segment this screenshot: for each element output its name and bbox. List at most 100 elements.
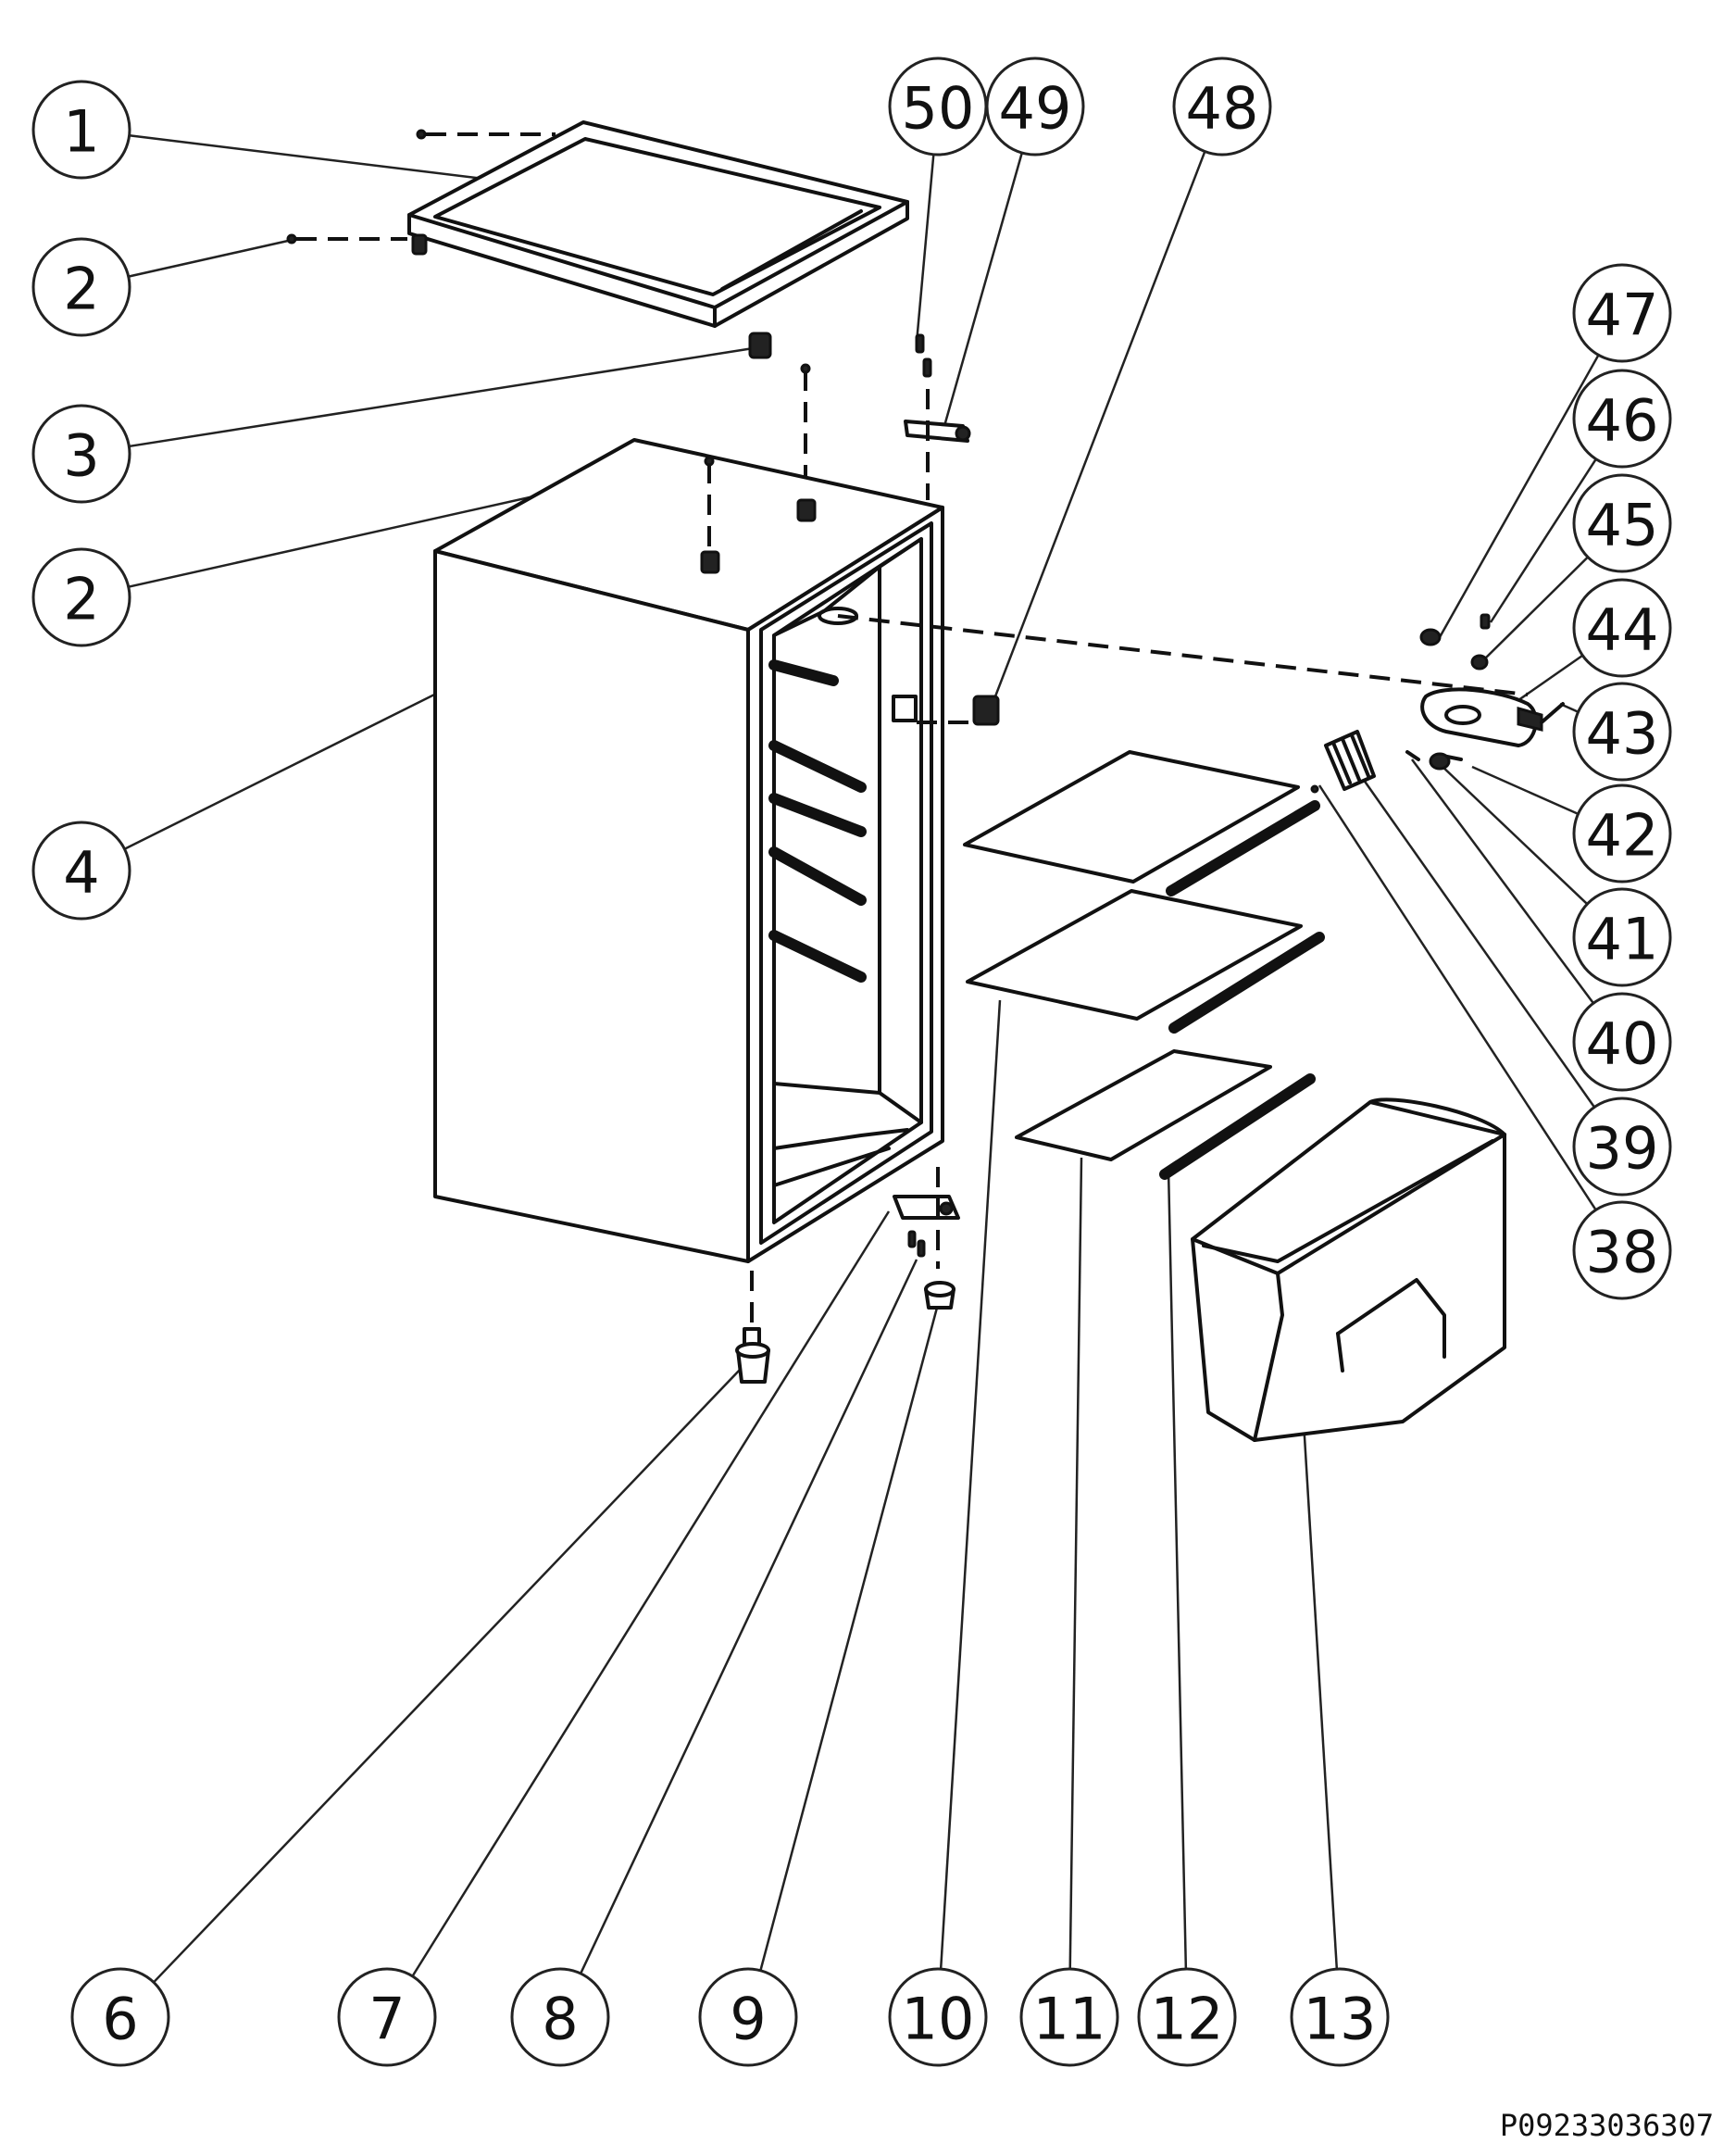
callout-number: 10 bbox=[902, 1986, 975, 2053]
leader-line-38 bbox=[1318, 784, 1597, 1211]
leader-line-8 bbox=[580, 1259, 918, 1974]
callout-number: 42 bbox=[1586, 802, 1659, 870]
leader-line-6 bbox=[153, 1368, 742, 1984]
callout-number: 46 bbox=[1586, 387, 1659, 455]
glass-shelf-upper bbox=[963, 750, 1320, 896]
callout-circle bbox=[888, 1967, 988, 2067]
callout-circle bbox=[31, 80, 131, 180]
callout-number: 40 bbox=[1586, 1010, 1659, 1078]
callout-circle bbox=[698, 1967, 798, 2067]
callout-circle bbox=[337, 1967, 437, 2067]
glass-shelf-middle bbox=[966, 889, 1325, 1034]
callout-10: 10 bbox=[888, 1967, 988, 2067]
leader-line-40 bbox=[1410, 758, 1594, 1005]
leader-line-45 bbox=[1480, 556, 1589, 663]
callout-circle bbox=[1137, 1967, 1237, 2067]
callout-39: 39 bbox=[1572, 1097, 1672, 1197]
leader-line-47 bbox=[1438, 354, 1600, 638]
callout-circle bbox=[31, 237, 131, 337]
adjustable-foot-part bbox=[924, 1281, 955, 1310]
leader-line-41 bbox=[1439, 763, 1589, 906]
leader-line-46 bbox=[1489, 458, 1597, 623]
leader-line-7 bbox=[411, 1210, 891, 1977]
callout-6: 6 bbox=[70, 1967, 170, 2067]
leader-line-39 bbox=[1359, 775, 1596, 1109]
leader-line-49 bbox=[943, 152, 1023, 427]
callout-4: 4 bbox=[31, 821, 131, 921]
leader-line-11 bbox=[1068, 1157, 1083, 1970]
callout-number: 48 bbox=[1186, 75, 1259, 143]
leader-lines bbox=[123, 134, 1600, 1984]
callout-49: 49 bbox=[985, 56, 1085, 157]
callout-circle bbox=[1572, 369, 1672, 469]
callout-1: 1 bbox=[31, 80, 131, 180]
callout-45: 45 bbox=[1572, 473, 1672, 573]
callout-circle bbox=[1172, 56, 1272, 157]
leader-line-12 bbox=[1167, 1168, 1188, 1970]
callout-number: 4 bbox=[63, 839, 99, 907]
leader-line-2 bbox=[128, 237, 297, 278]
callout-circle bbox=[1572, 992, 1672, 1092]
callout-50: 50 bbox=[888, 56, 988, 157]
callout-2: 2 bbox=[31, 237, 131, 337]
callout-7: 7 bbox=[337, 1967, 437, 2067]
callout-circle bbox=[1572, 783, 1672, 884]
crisper-drawer-part bbox=[1191, 1097, 1506, 1442]
leveling-foot-part bbox=[735, 1271, 770, 1384]
top-hinge-part bbox=[904, 333, 971, 500]
callout-40: 40 bbox=[1572, 992, 1672, 1092]
callout-number: 50 bbox=[902, 75, 975, 143]
leader-line-50 bbox=[915, 154, 935, 344]
callout-number: 7 bbox=[368, 1986, 405, 2053]
callout-circle bbox=[1572, 1200, 1672, 1300]
bracket-part-3 bbox=[748, 332, 772, 359]
callout-circle bbox=[31, 547, 131, 647]
callout-number: 47 bbox=[1586, 282, 1659, 349]
callout-circle bbox=[1572, 473, 1672, 573]
callout-48: 48 bbox=[1172, 56, 1272, 157]
callout-number: 13 bbox=[1304, 1986, 1377, 2053]
callout-number: 3 bbox=[63, 422, 99, 490]
callout-46: 46 bbox=[1572, 369, 1672, 469]
callout-41: 41 bbox=[1572, 887, 1672, 987]
callout-circle bbox=[1572, 682, 1672, 782]
callout-43: 43 bbox=[1572, 682, 1672, 782]
callout-number: 6 bbox=[102, 1986, 138, 2053]
callout-42: 42 bbox=[1572, 783, 1672, 884]
callout-circle bbox=[1572, 578, 1672, 678]
callout-number: 11 bbox=[1033, 1986, 1106, 2053]
callout-number: 41 bbox=[1586, 906, 1659, 973]
callout-8: 8 bbox=[510, 1967, 610, 2067]
callout-number: 8 bbox=[542, 1986, 578, 2053]
callout-circle bbox=[510, 1967, 610, 2067]
callout-2: 2 bbox=[31, 547, 131, 647]
callout-number: 1 bbox=[63, 98, 99, 166]
callout-9: 9 bbox=[698, 1967, 798, 2067]
leader-line-48 bbox=[989, 151, 1206, 709]
leader-line-13 bbox=[1302, 1421, 1339, 1970]
callout-number: 2 bbox=[63, 256, 99, 323]
leader-line-10 bbox=[939, 999, 1002, 1970]
callout-number: 39 bbox=[1586, 1115, 1659, 1183]
callout-3: 3 bbox=[31, 404, 131, 504]
callout-47: 47 bbox=[1572, 263, 1672, 363]
callout-44: 44 bbox=[1572, 578, 1672, 678]
top-cover-part bbox=[407, 120, 909, 328]
leader-line-1 bbox=[129, 134, 538, 187]
callout-circle bbox=[985, 56, 1085, 157]
light-switch-part bbox=[892, 695, 1000, 726]
leader-line-3 bbox=[129, 345, 760, 448]
callout-circle bbox=[1572, 1097, 1672, 1197]
callout-circle bbox=[1572, 263, 1672, 363]
leader-line-42 bbox=[1471, 765, 1579, 816]
callout-13: 13 bbox=[1290, 1967, 1390, 2067]
callout-number: 12 bbox=[1151, 1986, 1224, 2053]
callout-12: 12 bbox=[1137, 1967, 1237, 2067]
callout-number: 44 bbox=[1586, 596, 1659, 664]
glass-shelf-lower bbox=[1015, 1049, 1316, 1180]
callout-number: 38 bbox=[1586, 1219, 1659, 1286]
callout-circle bbox=[1290, 1967, 1390, 2067]
bottom-hinge-part bbox=[893, 1167, 960, 1269]
